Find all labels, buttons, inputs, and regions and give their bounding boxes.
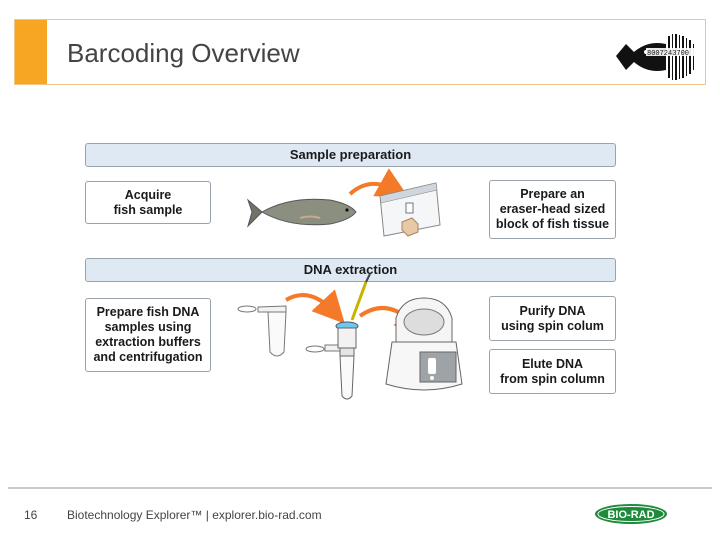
arrow-to-spin-column-icon (284, 289, 345, 324)
fish-barcode-logo-icon: 8007243700 (616, 34, 698, 80)
slide-header: Barcoding Overview (14, 19, 706, 85)
step-purify-dna: Purify DNA using spin colum (489, 296, 616, 341)
tissue-block-blade-icon (379, 182, 441, 237)
slide-title: Barcoding Overview (67, 38, 300, 68)
bio-rad-logo-text: BIO-RAD (607, 509, 654, 521)
microcentrifuge-tubes-icon (237, 305, 344, 357)
section-band-sample-preparation: Sample preparation (85, 143, 616, 167)
fish-illustration-icon (246, 198, 357, 228)
step-prepare-tissue-block: Prepare an eraser-head sized block of fi… (489, 180, 616, 239)
footer-divider (8, 487, 712, 489)
header-accent-bar (15, 20, 47, 84)
arrow-fish-to-tissue-icon (348, 168, 409, 198)
logo-digits: 8007243700 (647, 50, 689, 58)
step-prepare-dna-samples: Prepare fish DNA samples using extractio… (85, 298, 211, 372)
step-acquire-fish-sample: Acquire fish sample (85, 181, 211, 224)
page-number: 16 (24, 508, 38, 522)
bio-rad-logo-icon: BIO-RAD (595, 504, 667, 524)
step-elute-dna: Elute DNA from spin column (489, 349, 616, 394)
centrifuge-icon (385, 297, 463, 391)
spin-column-icon (335, 321, 359, 400)
section-band-dna-extraction: DNA extraction (85, 258, 616, 282)
pipette-icon (350, 273, 371, 321)
footer-text: Biotechnology Explorer™ | explorer.bio-r… (67, 508, 322, 522)
